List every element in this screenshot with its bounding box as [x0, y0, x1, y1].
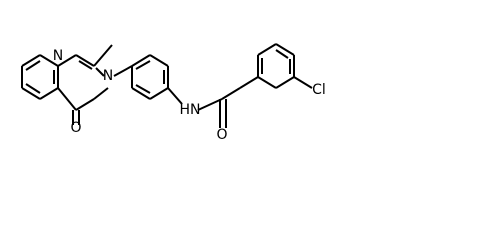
atom-label-amide-nh: HN	[180, 102, 201, 118]
molecule-drawing: N N O HN O Cl	[21, 43, 326, 143]
structure-canvas: N N O HN O Cl	[21, 43, 326, 143]
benzo-ring	[21, 54, 59, 100]
n-aryl-bond	[113, 65, 133, 77]
chlorophenyl-ring	[239, 43, 313, 89]
central-phenyl-ring	[131, 54, 169, 100]
atom-label-o4: O	[70, 120, 81, 136]
pyrimidinone-ring	[57, 44, 113, 125]
atom-label-amide-o: O	[216, 127, 227, 143]
atom-label-n1: N	[53, 48, 63, 64]
atom-label-n3: N	[103, 68, 113, 84]
atom-label-cl: Cl	[312, 82, 326, 98]
amide-linkage	[167, 87, 241, 128]
